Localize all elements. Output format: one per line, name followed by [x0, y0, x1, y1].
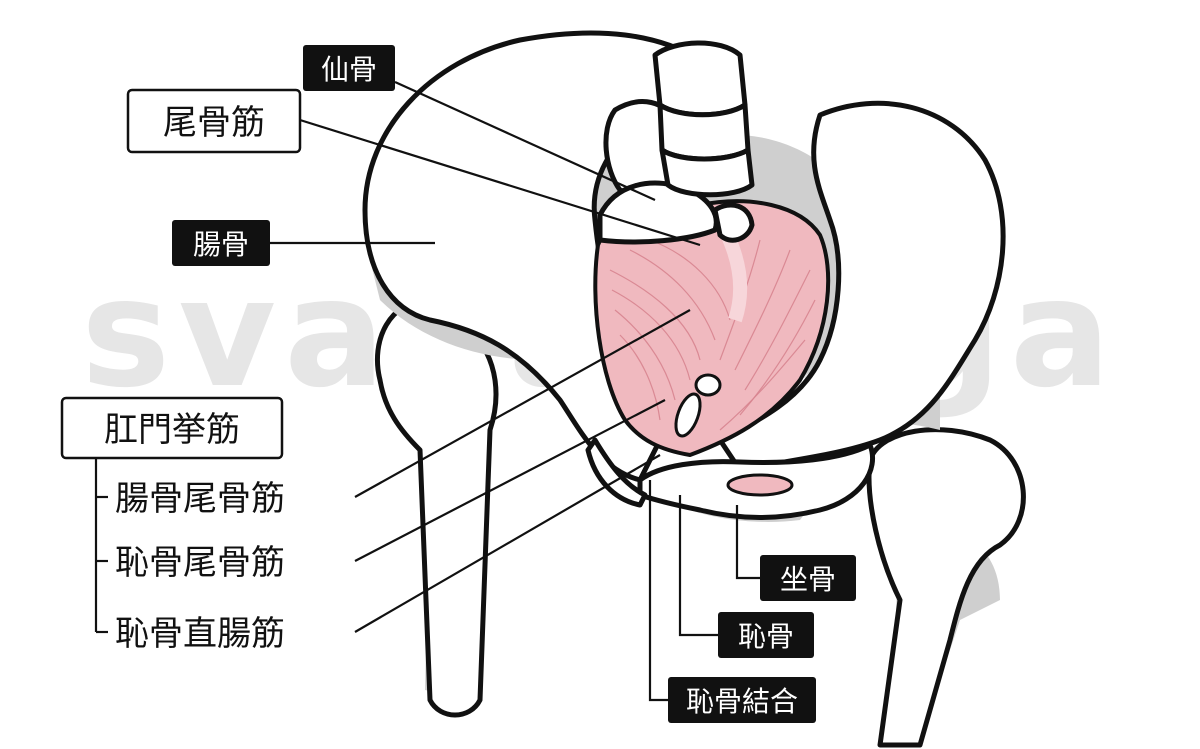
label-levator-ani: 肛門挙筋 [60, 396, 284, 460]
right-ilium [717, 100, 1006, 473]
pubis-ischium [585, 437, 876, 522]
label-pubis-text: 恥骨 [738, 620, 794, 653]
label-iliococcygeus: 腸骨尾骨筋 [115, 479, 285, 519]
label-sacrum-text: 仙骨 [321, 53, 377, 86]
label-puborectalis: 恥骨直腸筋 [115, 614, 285, 654]
label-ilium-text: 腸骨 [193, 228, 249, 261]
label-ischium-text: 坐骨 [780, 563, 836, 596]
label-pubococcygeus: 恥骨尾骨筋 [115, 543, 285, 583]
label-levator-ani-text: 肛門挙筋 [104, 410, 240, 450]
left-femur [374, 297, 499, 718]
label-pubic-symphysis-text: 恥骨結合 [686, 685, 798, 718]
label-coccygeus: 尾骨筋 [126, 88, 302, 154]
label-coccygeus-text: 尾骨筋 [163, 103, 265, 143]
sacrum [597, 40, 755, 245]
rectum-opening [694, 373, 722, 397]
label-pubic-symphysis: 恥骨結合 [668, 677, 816, 723]
label-ilium: 腸骨 [172, 220, 270, 266]
urogenital-opening [674, 392, 702, 438]
right-femur [866, 427, 1026, 748]
levator-ani-muscle [593, 198, 831, 458]
obturator-foramen [726, 473, 794, 497]
label-sacrum: 仙骨 [303, 45, 395, 91]
leader-lines [94, 80, 760, 702]
label-pubis: 恥骨 [718, 612, 814, 658]
label-ischium: 坐骨 [760, 555, 856, 601]
